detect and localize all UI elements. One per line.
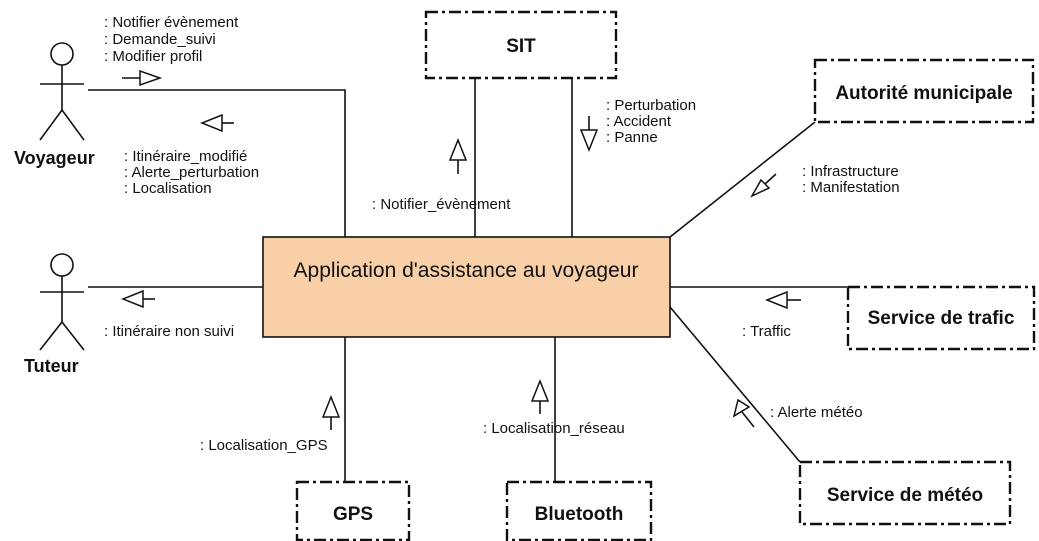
msg-itineraire-non-suivi: : Itinéraire non suivi xyxy=(104,323,234,340)
arrow-left-icon xyxy=(199,113,234,133)
message-labels: : Notifier évènement : Demande_suivi : M… xyxy=(104,14,900,454)
msg-notifier-evenement: : Notifier évènement xyxy=(104,14,239,31)
msg-accident: : Accident xyxy=(606,113,672,130)
msg-perturbation: : Perturbation xyxy=(606,97,696,114)
system-bluetooth-label: Bluetooth xyxy=(535,504,624,525)
arrow-diagonal-icon xyxy=(732,398,755,428)
msg-manifestation: : Manifestation xyxy=(802,179,900,196)
link-meteo xyxy=(669,306,801,463)
arrow-left-icon xyxy=(120,289,155,309)
actor-tuteur-head xyxy=(50,253,74,277)
system-gps-box xyxy=(295,480,411,541)
msg-traffic: : Traffic xyxy=(742,323,791,340)
actor-voyageur-head xyxy=(50,42,74,66)
arrow-up-icon xyxy=(448,137,468,174)
actor-voyageur-leg-left xyxy=(39,109,63,141)
system-autorite: Autorité municipale xyxy=(813,58,1035,124)
main-application: Application d'assistance au voyageur xyxy=(262,236,671,338)
msg-infrastructure: : Infrastructure xyxy=(802,163,899,180)
system-meteo-label: Service de météo xyxy=(827,485,983,506)
connection-lines xyxy=(88,78,848,482)
arrow-up-icon xyxy=(530,378,550,414)
arrow-down-icon xyxy=(579,116,599,153)
actor-voyageur-label: Voyageur xyxy=(14,148,95,168)
actor-tuteur-leg-left xyxy=(39,321,63,351)
msg-modifier-profil: : Modifier profil xyxy=(104,48,202,65)
link-autorite xyxy=(669,121,816,238)
system-trafic: Service de trafic xyxy=(846,285,1036,351)
system-sit-box xyxy=(424,10,618,80)
msg-alerte-meteo: : Alerte météo xyxy=(770,404,863,421)
actor-voyageur-leg-right xyxy=(61,109,85,141)
msg-panne: : Panne xyxy=(606,129,658,146)
message-arrows xyxy=(120,69,801,430)
actor-tuteur: Tuteur xyxy=(24,253,85,376)
arrow-diagonal-icon xyxy=(750,173,777,198)
main-application-box xyxy=(262,236,671,338)
actor-tuteur-leg-right xyxy=(61,321,85,351)
system-autorite-box xyxy=(813,58,1035,124)
system-gps: GPS xyxy=(295,480,411,541)
arrow-left-icon xyxy=(764,290,801,310)
main-application-title: Application d'assistance au voyageur xyxy=(294,259,639,282)
msg-localisation: : Localisation xyxy=(124,180,212,197)
msg-itineraire-modifie: : Itinéraire_modifié xyxy=(124,148,247,165)
arrow-right-icon xyxy=(122,69,163,87)
msg-localisation-gps: : Localisation_GPS xyxy=(200,437,328,454)
system-sit: SIT xyxy=(424,10,618,80)
system-bluetooth: Bluetooth xyxy=(505,480,653,541)
system-trafic-label: Service de trafic xyxy=(868,308,1015,329)
system-bluetooth-box xyxy=(505,480,653,541)
msg-localisation-reseau: : Localisation_réseau xyxy=(483,420,625,437)
actor-tuteur-label: Tuteur xyxy=(24,356,79,376)
msg-sit-notifier: : Notifier_évènement xyxy=(372,196,511,213)
msg-demande-suivi: : Demande_suivi xyxy=(104,31,216,48)
actor-voyageur: Voyageur xyxy=(14,42,95,168)
system-sit-label: SIT xyxy=(506,36,536,57)
system-autorite-label: Autorité municipale xyxy=(835,83,1012,104)
arrow-up-icon xyxy=(321,394,341,430)
system-gps-label: GPS xyxy=(333,504,373,525)
msg-alerte-perturbation: : Alerte_perturbation xyxy=(124,164,259,181)
link-voyageur xyxy=(88,89,346,237)
system-trafic-box xyxy=(846,285,1036,351)
system-meteo: Service de météo xyxy=(798,460,1012,526)
system-meteo-box xyxy=(798,460,1012,526)
